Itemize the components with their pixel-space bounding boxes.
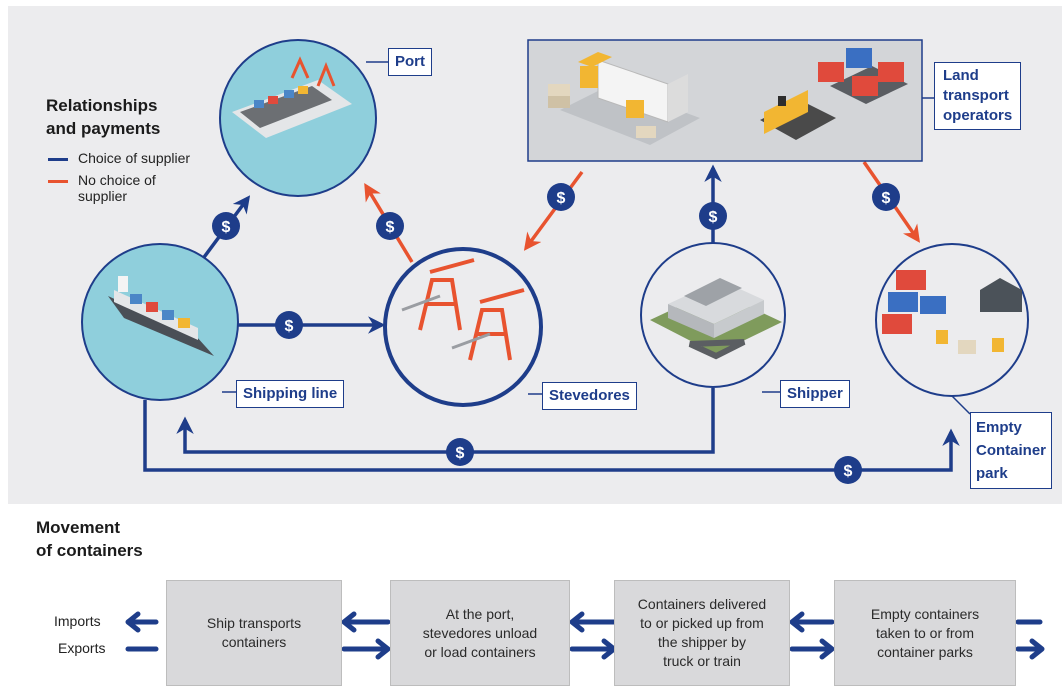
flow-step-line: containers bbox=[221, 634, 287, 650]
stevedores-label: Stevedores bbox=[542, 382, 637, 410]
land-transport-illustration bbox=[527, 39, 923, 162]
port-label-text: Port bbox=[395, 53, 425, 70]
flow-step-line: stevedores unload bbox=[422, 624, 538, 641]
flow-step-line: Empty containers bbox=[870, 605, 980, 622]
land-transport-label-line: transport bbox=[943, 87, 1009, 104]
flow-step-line: or load containers bbox=[424, 643, 536, 660]
flow-step-line: truck or train bbox=[663, 653, 741, 669]
empty-container-park-label-line: Container bbox=[976, 442, 1047, 459]
flow-step-ship: Ship transports containers bbox=[166, 580, 342, 686]
land-transport-label: Land transport operators bbox=[934, 62, 1022, 130]
choice-of-supplier-links bbox=[143, 164, 960, 472]
legend-title-line: and payments bbox=[46, 119, 161, 138]
legend-no-choice-swatch bbox=[48, 180, 68, 183]
flow-step-line: to or picked up from bbox=[640, 615, 764, 631]
dollar-icon: $ bbox=[844, 463, 853, 480]
legend-no-choice-line: supplier bbox=[78, 188, 128, 204]
legend-title: Relationships and payments bbox=[46, 94, 160, 140]
payment-coin bbox=[699, 202, 727, 230]
no-choice-links bbox=[364, 161, 920, 263]
flow-step-line: Ship transports bbox=[206, 615, 302, 631]
flow-step-line: taken to or from bbox=[875, 624, 975, 641]
exports-arrows bbox=[125, 638, 1045, 660]
payment-coin bbox=[275, 311, 303, 339]
port-label: Port bbox=[388, 48, 432, 76]
dollar-icon: $ bbox=[557, 190, 566, 207]
payment-coin bbox=[872, 183, 900, 211]
port-illustration bbox=[219, 39, 377, 197]
dollar-icon: $ bbox=[456, 445, 465, 462]
dollar-icon: $ bbox=[285, 318, 294, 335]
legend-choice-label: Choice of supplier bbox=[78, 150, 191, 166]
movement-title: Movement of containers bbox=[36, 516, 143, 562]
flow-step-line: container parks bbox=[877, 643, 973, 660]
shipping-line-label-text: Shipping line bbox=[243, 385, 338, 402]
movement-title-line: of containers bbox=[36, 541, 143, 560]
movement-title-line: Movement bbox=[36, 518, 121, 537]
link-shippingline-emptypark bbox=[143, 400, 960, 472]
flow-step-shipper: Containers delivered to or picked up fro… bbox=[614, 580, 790, 686]
empty-container-park-label: Empty Container park bbox=[970, 412, 1053, 489]
payment-symbols: $ $ $ $ $ $ $ $ bbox=[222, 190, 891, 480]
dollar-icon: $ bbox=[386, 219, 395, 236]
empty-container-park-illustration bbox=[875, 243, 1029, 397]
dollar-icon: $ bbox=[709, 209, 718, 226]
legend-choice-swatch bbox=[48, 158, 68, 161]
dollar-icon: $ bbox=[222, 219, 231, 236]
legend-choice: Choice of supplier bbox=[48, 150, 190, 166]
legend-no-choice-line: No choice of bbox=[78, 172, 156, 188]
shipper-label-text: Shipper bbox=[787, 385, 843, 402]
payment-coin bbox=[212, 212, 240, 240]
stevedores-illustration bbox=[383, 247, 543, 407]
payment-coins bbox=[212, 183, 900, 484]
flow-step-line: Containers delivered bbox=[637, 596, 767, 612]
empty-container-park-label-line: park bbox=[976, 465, 1008, 482]
imports-arrows bbox=[125, 611, 1043, 633]
flow-step-empty-park: Empty containers taken to or from contai… bbox=[834, 580, 1016, 686]
shipping-line-label: Shipping line bbox=[236, 380, 345, 408]
link-land-stevedores bbox=[523, 170, 584, 251]
flow-step-line: At the port, bbox=[445, 605, 515, 622]
tag-connectors bbox=[222, 61, 971, 415]
shipper-label: Shipper bbox=[780, 380, 850, 408]
payment-coin bbox=[834, 456, 862, 484]
exports-label: Exports bbox=[58, 640, 106, 656]
land-transport-label-line: operators bbox=[943, 107, 1013, 124]
shipping-line-illustration bbox=[81, 243, 239, 401]
dollar-icon: $ bbox=[882, 190, 891, 207]
legend-no-choice-label: No choice of supplier bbox=[78, 172, 156, 204]
payment-coin bbox=[446, 438, 474, 466]
legend-no-choice: No choice of supplier bbox=[48, 172, 156, 204]
flow-arrows bbox=[125, 611, 1045, 660]
stevedores-label-text: Stevedores bbox=[549, 387, 630, 404]
empty-container-park-label-line: Empty bbox=[976, 419, 1022, 436]
land-transport-label-line: Land bbox=[943, 67, 979, 84]
payment-coin bbox=[376, 212, 404, 240]
imports-label: Imports bbox=[54, 613, 101, 629]
flow-step-line: the shipper by bbox=[658, 634, 746, 650]
payment-coin bbox=[547, 183, 575, 211]
flow-step-port: At the port, stevedores unload or load c… bbox=[390, 580, 570, 686]
legend-title-line: Relationships bbox=[46, 96, 158, 115]
shipper-illustration bbox=[640, 242, 786, 388]
